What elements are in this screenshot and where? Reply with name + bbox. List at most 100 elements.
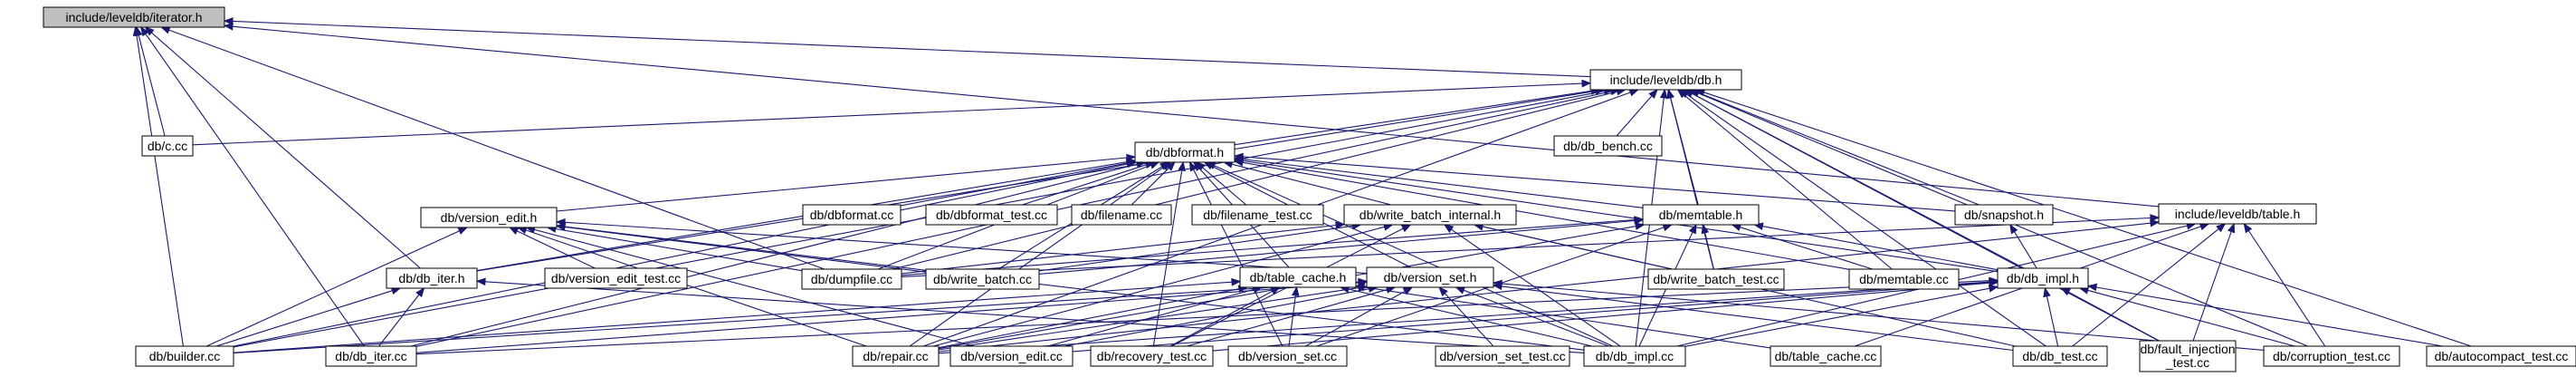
node-db-h[interactable]: include/leveldb/db.h — [1589, 69, 1742, 91]
dependency-edge — [901, 221, 1346, 275]
node-builder-cc[interactable]: db/builder.cc — [135, 345, 234, 367]
edge-arrowhead — [1358, 284, 1369, 293]
node-fault-injection-test-cc[interactable]: db/fault_injection_test.cc — [2139, 340, 2237, 372]
node-write-batch-test-cc[interactable]: db/write_batch_test.cc — [1647, 268, 1785, 290]
dependency-edge — [938, 277, 1999, 354]
edge-arrowhead — [1178, 160, 1186, 172]
edge-line — [476, 161, 1128, 272]
edge-arrowhead — [1188, 160, 1197, 172]
node-label: db/fault_injection — [2140, 342, 2235, 356]
node-db-impl-cc[interactable]: db/db_impl.cc — [1583, 345, 1686, 367]
node-table-h[interactable]: include/leveldb/table.h — [2158, 203, 2317, 225]
node-filename-cc[interactable]: db/filename.cc — [1071, 204, 1172, 226]
edge-line — [900, 162, 1128, 207]
dependency-edge — [1131, 161, 1176, 206]
dependency-edge — [233, 277, 1369, 354]
node-version-edit-test-cc[interactable]: db/version_edit_test.cc — [544, 267, 688, 289]
edge-arrowhead — [1659, 88, 1668, 99]
node-table-cache-h[interactable]: db/table_cache.h — [1239, 266, 1357, 288]
node-box — [141, 135, 194, 157]
dependency-edge — [1689, 89, 1980, 206]
node-dbformat-test-cc[interactable]: db/dbformat_test.cc — [925, 204, 1058, 226]
edge-arrowhead — [1193, 161, 1203, 171]
node-db-bench-cc[interactable]: db/db_bench.cc — [1553, 135, 1663, 157]
dependency-edge — [144, 26, 421, 269]
dependency-edge — [1684, 285, 1999, 347]
node-db-iter-h[interactable]: db/db_iter.h — [386, 267, 478, 289]
node-version-set-cc[interactable]: db/version_set.cc — [1227, 345, 1348, 367]
node-box — [1366, 266, 1494, 288]
edge-arrowhead — [1628, 89, 1640, 97]
edge-arrowhead — [1581, 79, 1592, 88]
node-write-batch-internal-h[interactable]: db/write_batch_internal.h — [1343, 204, 1517, 226]
node-dbformat-h[interactable]: db/dbformat.h — [1134, 141, 1236, 163]
edge-line — [2192, 231, 2232, 342]
node-memtable-cc[interactable]: db/memtable.cc — [1848, 268, 1960, 290]
dependency-edge — [901, 216, 1645, 276]
node-db-test-cc[interactable]: db/db_test.cc — [2012, 345, 2108, 367]
edge-arrowhead — [1988, 285, 1999, 293]
node-box — [2263, 345, 2400, 367]
node-recovery-test-cc[interactable]: db/recovery_test.cc — [1090, 345, 1214, 367]
dependency-edge — [192, 79, 1592, 146]
edge-line — [1242, 156, 1956, 212]
node-label: db/table_cache.h — [1250, 270, 1347, 285]
node-filename-test-cc[interactable]: db/filename_test.cc — [1191, 204, 1324, 226]
node-version-edit-cc[interactable]: db/version_edit.cc — [949, 345, 1073, 367]
node-dumpfile-cc[interactable]: db/dumpfile.cc — [801, 268, 902, 290]
node-autocompact-test-cc[interactable]: db/autocompact_test.cc — [2426, 345, 2576, 367]
node-version-set-h[interactable]: db/version_set.h — [1366, 266, 1494, 288]
node-box — [1647, 268, 1785, 290]
edge-arrowhead — [1149, 161, 1160, 169]
node-label: db/db_iter.cc — [335, 349, 406, 363]
node-box — [1239, 266, 1357, 288]
node-box — [1090, 345, 1214, 367]
edge-line — [1704, 232, 1714, 270]
edge-arrowhead — [223, 22, 234, 31]
edge-line — [1152, 169, 1183, 347]
edge-line — [938, 281, 1990, 354]
node-table-cache-cc[interactable]: db/table_cache.cc — [1770, 345, 1882, 367]
node-box — [1642, 204, 1760, 226]
node-memtable-h[interactable]: db/memtable.h — [1642, 204, 1760, 226]
node-c-cc[interactable]: db/c.cc — [141, 135, 194, 157]
node-label: db/repair.cc — [863, 349, 928, 363]
edge-line — [1501, 285, 2014, 352]
node-db-impl-h[interactable]: db/db_impl.h — [1997, 267, 2089, 289]
edge-line — [2072, 228, 2219, 347]
edge-line — [1131, 167, 1169, 206]
node-box — [1191, 204, 1324, 226]
node-label: db/recovery_test.cc — [1097, 349, 1207, 363]
dependency-edge — [378, 286, 425, 347]
edge-line — [1022, 164, 1147, 206]
edge-line — [1072, 281, 1990, 353]
dependency-edge — [555, 223, 927, 273]
edge-line — [205, 230, 460, 347]
edge-line — [564, 221, 1368, 275]
dependency-edge — [556, 153, 1137, 212]
edge-line — [564, 226, 1585, 351]
node-corruption-test-cc[interactable]: db/corruption_test.cc — [2263, 345, 2400, 367]
edge-arrowhead — [2009, 223, 2018, 235]
node-box — [949, 345, 1073, 367]
node-db-iter-cc[interactable]: db/db_iter.cc — [325, 345, 417, 367]
node-version-edit-h[interactable]: db/version_edit.h — [420, 207, 558, 228]
node-write-batch-cc[interactable]: db/write_batch.cc — [925, 268, 1040, 290]
edge-line — [2095, 286, 2443, 347]
node-snapshot-h[interactable]: db/snapshot.h — [1954, 204, 2054, 226]
node-label: db/db_impl.cc — [1596, 349, 1674, 363]
edge-line — [938, 287, 1360, 351]
node-repair-cc[interactable]: db/repair.cc — [852, 345, 940, 367]
dependency-edge — [223, 22, 2160, 208]
dependency-edge — [1753, 222, 1999, 271]
dependency-edge — [892, 87, 1627, 270]
edge-line — [1064, 288, 1369, 347]
node-box — [1997, 267, 2089, 289]
edge-line — [2087, 289, 2295, 347]
node-dbformat-cc[interactable]: db/dbformat.cc — [802, 204, 902, 226]
dependency-edge — [233, 160, 1138, 347]
edge-line — [145, 34, 365, 347]
node-iterator-h[interactable]: include/leveldb/iterator.h — [43, 6, 225, 28]
node-version-set-test-cc[interactable]: db/version_set_test.cc — [1435, 345, 1570, 367]
edge-line — [1616, 95, 1653, 137]
